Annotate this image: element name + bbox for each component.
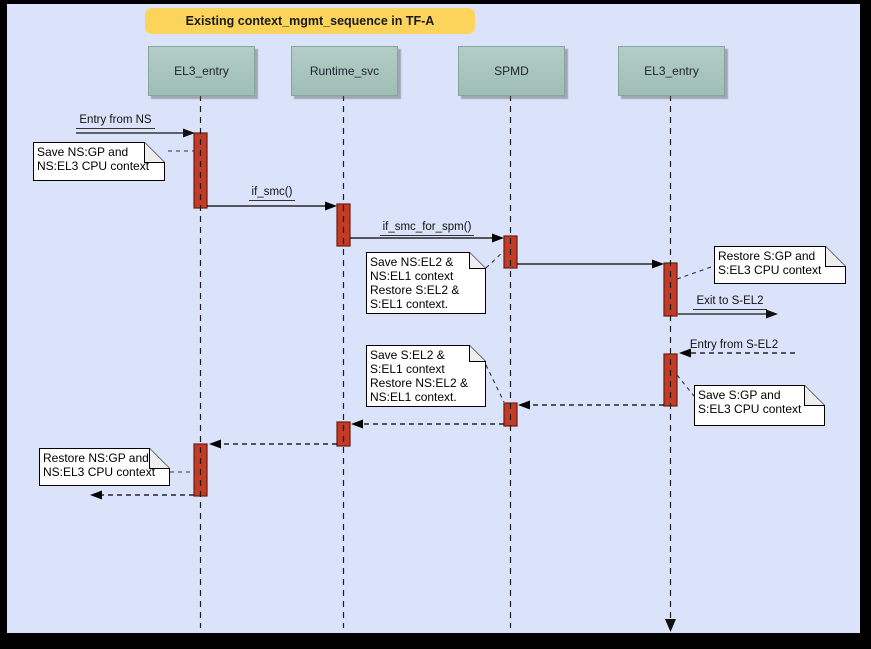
note-save-ns-gp: Save NS:GP and NS:EL3 CPU context [33, 142, 165, 181]
note-shape [366, 252, 486, 314]
lifeline-head-runtime-svc: Runtime_svc [291, 46, 398, 96]
return-arrow-spmd-to-runtime [351, 419, 504, 429]
activation-bar [336, 203, 351, 247]
message-arrows [76, 128, 778, 319]
message-arrow-entry-from-s-el2 [679, 348, 795, 358]
note-connector [485, 250, 505, 269]
message-label-if-smc: if_smc() [236, 186, 308, 201]
note-shape [366, 345, 486, 407]
lifeline-head-el3-entry: EL3_entry [148, 46, 255, 96]
message-label-exit-to-s-el2: Exit to S-EL2 [682, 295, 778, 310]
note-shape [714, 246, 846, 284]
lifeline-end-arrow-icon [665, 619, 676, 632]
note-connector [676, 374, 695, 397]
message-arrow-entry-from-ns [76, 128, 195, 138]
note-save-s-gp: Save S:GP and S:EL3 CPU context [694, 385, 825, 426]
lifeline-head-spmd: SPMD [458, 46, 565, 96]
diagram-background [7, 4, 860, 633]
diagram-title: Existing context_mgmt_sequence in TF-A [145, 8, 475, 34]
note-shape [694, 385, 825, 426]
message-arrow-exit-to-s-el2 [677, 309, 778, 319]
lifelines [199, 95, 672, 628]
note-save-ns-el2: Save NS:EL2 & NS:EL1 context Restore S:E… [366, 252, 486, 314]
message-label-entry-from-s-el2: Entry from S-EL2 [689, 339, 779, 351]
return-arrow-el3-to-ns [90, 490, 194, 500]
message-arrow-if-smc [207, 201, 337, 211]
lifeline-head-el3-entry-right: EL3_entry [618, 46, 725, 96]
note-shape [39, 448, 170, 486]
message-label-if-smc-for-spm: if_smc_for_spm() [370, 221, 484, 236]
activation-bars [193, 132, 678, 497]
activation-bar [336, 421, 351, 447]
return-arrow-el3-to-spmd [518, 400, 664, 410]
note-restore-ns-gp: Restore NS:GP and NS:EL3 CPU context [39, 448, 170, 486]
note-save-s-el2: Save S:EL2 & S:EL1 context Restore NS:EL… [366, 345, 486, 407]
note-connector [485, 364, 505, 403]
return-arrow-runtime-to-el3 [209, 439, 337, 449]
note-connector [676, 265, 715, 280]
message-label-entry-from-ns: Entry from NS [58, 114, 173, 129]
note-restore-s-gp: Restore S:GP and S:EL3 CPU context [714, 246, 846, 284]
return-arrows [90, 348, 795, 500]
note-shape [33, 142, 165, 181]
message-arrow-spmd-to-el3 [517, 259, 664, 269]
note-connectors [168, 150, 715, 473]
message-arrow-if-smc-for-spm [350, 233, 504, 243]
